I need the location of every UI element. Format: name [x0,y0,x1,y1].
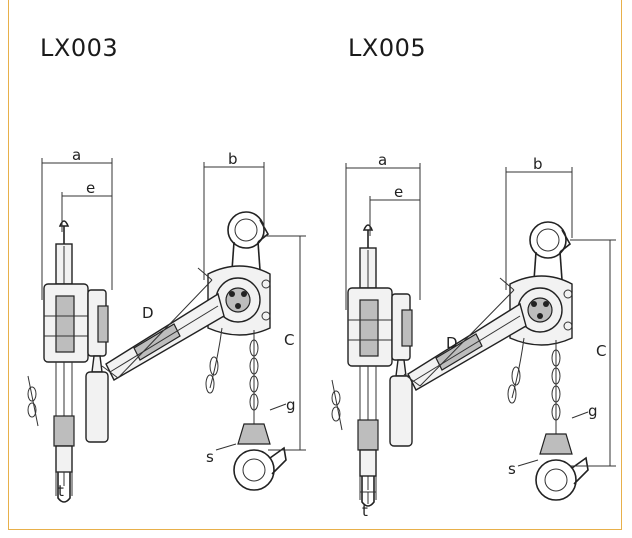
lx003-label-a: a [72,146,81,164]
lx003-label-s: s [206,448,214,466]
model-title-lx005: LX005 [348,34,427,62]
lx003-front-view [105,211,287,491]
lx005-label-s: s [508,460,516,478]
lx005-label-D: D [446,334,458,352]
lx005-dimension-lines [345,163,616,504]
lx005-label-a: a [378,151,387,169]
lx003-label-C: C [284,331,294,349]
lx003-side-view [27,220,109,503]
lx003-dimension-lines [41,158,306,484]
lx003-label-e: e [86,179,95,197]
lx005-label-t: t [362,502,368,520]
lx005-label-g: g [588,402,598,420]
lx005-side-view [331,224,413,507]
lx005-front-view [407,221,589,501]
lx005-label-e: e [394,183,403,201]
content-frame [8,0,622,530]
model-title-lx003: LX003 [40,34,119,62]
lx003-label-g: g [286,396,296,414]
lx003-label-t: t [58,482,64,500]
lx005-label-C: C [596,342,606,360]
lx003-label-b: b [228,150,238,168]
lx003-label-D: D [142,304,154,322]
lx005-label-b: b [533,155,543,173]
